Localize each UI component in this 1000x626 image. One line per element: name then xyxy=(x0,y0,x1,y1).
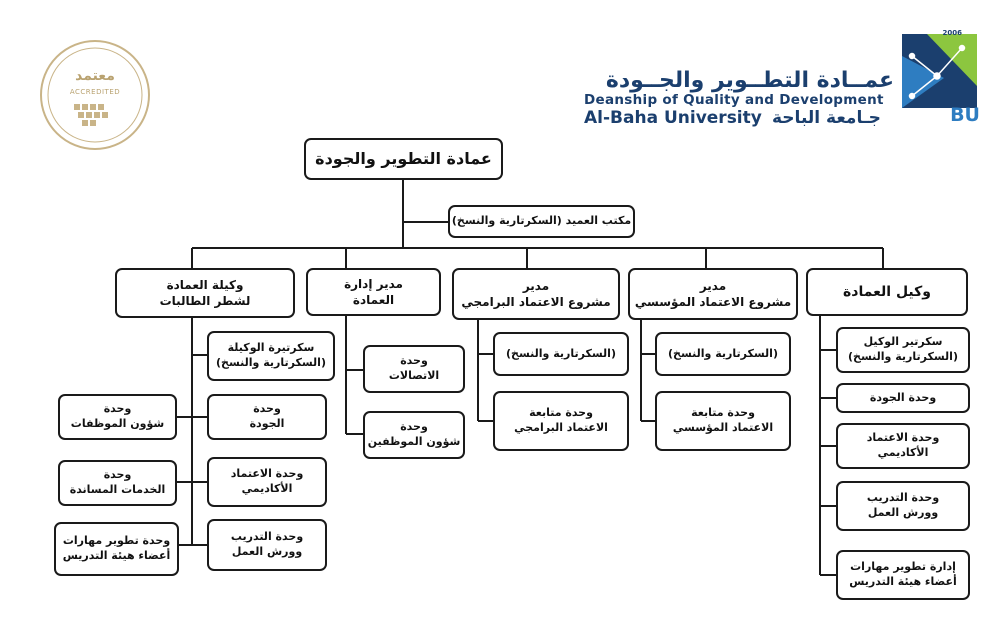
university-arabic-name: جـامعة الباحة xyxy=(772,108,881,128)
logo-year: 2006 xyxy=(942,29,962,37)
unit-vice-training-line1: وحدة التدريب xyxy=(866,491,940,505)
unit-female-faculty-dev-line1: وحدة تطوير مهارات xyxy=(62,534,171,548)
unit-vice-faculty-dev-line2: أعضاء هيئة التدريس xyxy=(849,575,957,588)
unit-vice-secretary: سكرتير الوكيل(السكرتارية والنسخ) xyxy=(836,327,970,373)
node-admin-title-line1: مدير إدارة xyxy=(344,276,403,291)
bu-logo-icon xyxy=(902,34,977,108)
unit-female-secretary-line2: (السكرتارية والنسخ) xyxy=(216,356,326,369)
unit-communications-line2: الاتصالات xyxy=(388,369,440,382)
unit-inst-followup-line2: الاعتماد المؤسسي xyxy=(672,421,774,434)
unit-vice-secretary-line2: (السكرتارية والنسخ) xyxy=(848,350,958,363)
unit-female-faculty-dev-line2: أعضاء هيئة التدريس xyxy=(62,549,171,562)
logo-text: BU xyxy=(950,104,980,126)
unit-female-staff-affairs-line1: وحدة xyxy=(103,402,132,416)
unit-prog-secretary-label: (السكرتارية والنسخ) xyxy=(506,346,616,360)
unit-staff-affairs-line1: وحدة xyxy=(400,420,428,434)
node-inst-accr-title-line1: مدير xyxy=(699,278,727,293)
unit-vice-academic-accr-line2: الأكاديمي xyxy=(877,446,929,459)
unit-vice-quality-label: وحدة الجودة xyxy=(869,390,937,404)
unit-female-training-line2: وورش العمل xyxy=(231,545,303,558)
unit-female-secretary: سكرتيرة الوكيلة(السكرتارية والنسخ) xyxy=(207,331,335,381)
unit-female-support-services-line2: الخدمات المساندة xyxy=(69,483,166,496)
unit-vice-academic-accr-line1: وحدة الاعتماد xyxy=(866,431,940,445)
university-english-name: Al-Baha University xyxy=(584,108,762,128)
accreditation-seal: معتمد ACCREDITED xyxy=(38,38,152,152)
seal-arabic-text: معتمد xyxy=(75,68,115,84)
seal-ring-icon xyxy=(40,40,150,150)
unit-vice-quality: وحدة الجودة xyxy=(836,383,970,413)
node-female-vice-title-line1: وكيلة العمادة xyxy=(166,277,244,292)
unit-female-academic-accr-line2: الأكاديمي xyxy=(241,482,293,495)
deanship-english-title: Deanship of Quality and Development xyxy=(584,92,884,108)
unit-female-quality-line1: وحدة xyxy=(253,402,281,416)
unit-female-staff-affairs-line2: شؤون الموظفات xyxy=(70,417,165,430)
unit-inst-secretary-label: (السكرتارية والنسخ) xyxy=(668,346,778,360)
unit-vice-faculty-dev-line1: إدارة تطوير مهارات xyxy=(850,560,956,574)
node-deanship: عمادة التطوير والجودة xyxy=(304,138,503,180)
node-vice-dean: وكيل العمادة xyxy=(806,268,968,316)
unit-prog-followup-line1: وحدة متابعة xyxy=(529,406,593,420)
node-inst-accr-title-line2: مشروع الاعتماد المؤسسي xyxy=(634,295,792,309)
unit-female-academic-accr-line1: وحدة الاعتماد xyxy=(230,467,304,481)
unit-vice-secretary-line1: سكرتير الوكيل xyxy=(863,335,943,349)
unit-communications-line1: وحدة xyxy=(400,354,428,368)
node-vice-dean-label: وكيل العمادة xyxy=(843,283,931,300)
unit-vice-training-line2: وورش العمل xyxy=(867,506,939,519)
unit-female-quality-line2: الجودة xyxy=(249,417,285,430)
node-deanship-label: عمادة التطوير والجودة xyxy=(315,149,492,169)
node-dean-office: مكتب العميد (السكرتارية والنسخ) xyxy=(448,205,635,238)
university-header: 2006 BU عمــادة التطــوير والجــودة Dean… xyxy=(572,26,992,134)
unit-female-training-line1: وحدة التدريب xyxy=(230,530,304,544)
unit-prog-followup-line2: الاعتماد البرامجي xyxy=(514,421,608,434)
node-dean-office-label: مكتب العميد (السكرتارية والنسخ) xyxy=(451,214,632,228)
seal-english-text: ACCREDITED xyxy=(69,88,121,96)
node-prog-accr-title-line2: مشروع الاعتماد البرامجي xyxy=(461,295,611,309)
node-admin-manager: مدير إدارة العمادة xyxy=(306,268,441,316)
unit-inst-secretary: (السكرتارية والنسخ) xyxy=(655,332,791,376)
unit-inst-followup-line1: وحدة متابعة xyxy=(691,406,755,420)
node-prog-accr-title-line1: مدير xyxy=(522,278,550,293)
node-female-vice-dean: وكيلة العمادة لشطر الطالبات xyxy=(115,268,295,318)
unit-female-support-services-line1: وحدة xyxy=(103,468,132,482)
unit-prog-secretary: (السكرتارية والنسخ) xyxy=(493,332,629,376)
deanship-arabic-title: عمــادة التطــوير والجــودة xyxy=(605,68,894,93)
node-prog-accr-manager: مدير مشروع الاعتماد البرامجي xyxy=(452,268,620,320)
unit-staff-affairs-line2: شؤون الموظفين xyxy=(367,435,461,448)
node-inst-accr-manager: مدير مشروع الاعتماد المؤسسي xyxy=(628,268,798,320)
node-female-vice-title-line2: لشطر الطالبات xyxy=(159,294,251,308)
node-admin-title-line2: العمادة xyxy=(352,293,395,307)
unit-female-secretary-line1: سكرتيرة الوكيلة xyxy=(227,341,315,355)
